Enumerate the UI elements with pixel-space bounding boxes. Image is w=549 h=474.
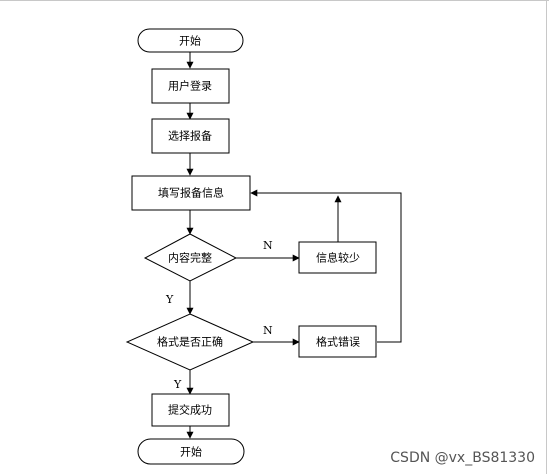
edge-label-y2: Y xyxy=(173,378,182,391)
format-decision xyxy=(125,313,255,371)
fill-label: 填写报备信息 xyxy=(158,186,224,200)
login-box xyxy=(151,68,230,104)
edge-label-y1: Y xyxy=(165,293,174,306)
format-error-label: 格式错误 xyxy=(316,335,360,349)
connectors xyxy=(186,52,402,439)
fill-box xyxy=(131,175,251,211)
submit-box xyxy=(151,393,230,427)
infoless-box xyxy=(298,241,377,274)
edge-label-n2: N xyxy=(263,324,273,337)
format-error-box xyxy=(298,325,377,358)
select-label: 选择报备 xyxy=(168,129,212,143)
login-label: 用户登录 xyxy=(168,79,212,93)
start-terminator xyxy=(137,28,244,53)
select-box xyxy=(151,118,230,154)
info-less-label: 信息较少 xyxy=(316,251,360,265)
end-label: 开始 xyxy=(180,445,202,459)
end-terminator xyxy=(137,438,245,465)
edge-label-n1: N xyxy=(263,239,273,252)
watermark: CSDN @vx_BS81330 xyxy=(390,450,535,466)
start-label: 开始 xyxy=(179,34,201,48)
submit-label: 提交成功 xyxy=(168,403,212,417)
edge-error-fill xyxy=(250,189,402,343)
complete-decision xyxy=(143,233,238,282)
complete-check-label: 内容完整 xyxy=(168,251,212,265)
format-check-label: 格式是否正确 xyxy=(157,335,223,349)
